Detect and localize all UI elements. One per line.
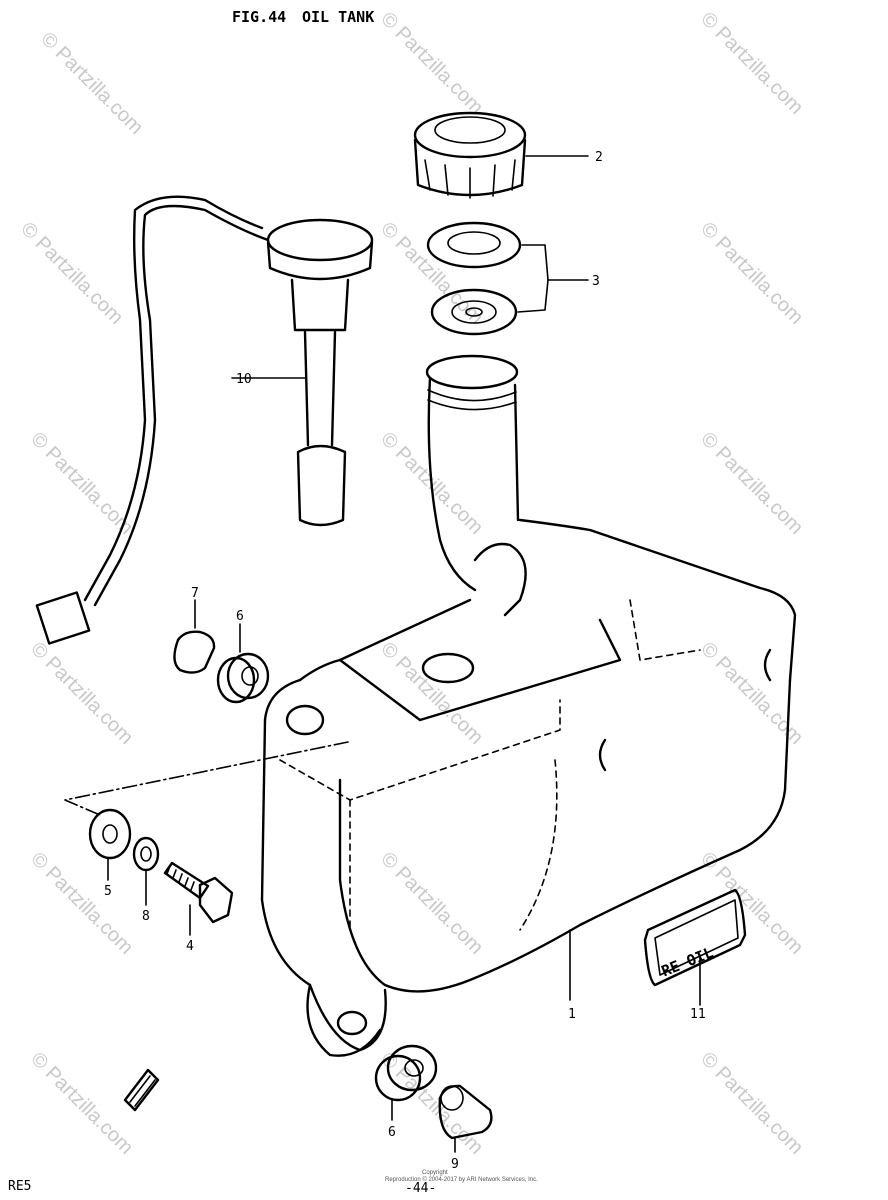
callout-8: 8: [142, 909, 150, 924]
oil-tank-body: [260, 354, 797, 1057]
callout-3: 3: [592, 274, 600, 289]
figure-number: FIG.44: [232, 8, 286, 26]
figure-title: OIL TANK: [302, 8, 374, 26]
watermark: © Partzilla.com: [696, 638, 807, 749]
watermark: © Partzilla.com: [376, 638, 487, 749]
bolt-4: [163, 861, 234, 936]
callout-labels: 1 2 3 4 5 6 6 7 8 9 10 11: [104, 150, 706, 1172]
washer-8: [132, 836, 160, 906]
collar-7: [173, 599, 216, 674]
callout-6-upper: 6: [236, 609, 244, 624]
watermark: © Partzilla.com: [26, 428, 137, 539]
watermark: © Partzilla.com: [696, 428, 807, 539]
callout-11: 11: [690, 1007, 706, 1022]
watermark: © Partzilla.com: [376, 8, 487, 119]
callout-1: 1: [568, 1007, 576, 1022]
watermark-layer: © Partzilla.com © Partzilla.com © Partzi…: [16, 8, 807, 1159]
oil-level-sensor: [35, 195, 374, 645]
watermark: © Partzilla.com: [26, 1048, 137, 1159]
callout-7: 7: [191, 586, 199, 601]
model-code: RE5: [8, 1179, 31, 1194]
watermark: © Partzilla.com: [696, 848, 807, 959]
watermark: © Partzilla.com: [26, 848, 137, 959]
callout-9: 9: [451, 1157, 459, 1172]
watermark: © Partzilla.com: [696, 1048, 807, 1159]
front-arrow-icon: [123, 1068, 160, 1112]
grommet-6-lower: [374, 1044, 438, 1121]
grommet-6-upper: [216, 623, 270, 704]
watermark: © Partzilla.com: [376, 848, 487, 959]
collar-9: [438, 1084, 493, 1153]
callout-10: 10: [236, 372, 252, 387]
copyright-line-1: Copyright: [422, 1170, 448, 1176]
label-plate-11: RE OIL: [643, 888, 747, 1006]
filler-cap: [413, 111, 589, 199]
callout-2: 2: [595, 150, 603, 165]
label-plate-text: RE OIL: [659, 943, 716, 980]
callout-6-lower: 6: [388, 1125, 396, 1140]
callout-4: 4: [186, 939, 194, 954]
page-number: -44-: [405, 1181, 436, 1196]
copyright-line-2: Reproduction © 2004-2017 by ARI Network …: [385, 1176, 538, 1183]
watermark: © Partzilla.com: [696, 8, 807, 119]
cap-gaskets: [426, 221, 589, 336]
watermark: © Partzilla.com: [36, 28, 147, 139]
watermark: © Partzilla.com: [696, 218, 807, 329]
callout-5: 5: [104, 884, 112, 899]
watermark: © Partzilla.com: [16, 218, 127, 329]
watermark: © Partzilla.com: [376, 1048, 487, 1159]
watermark: © Partzilla.com: [26, 638, 137, 749]
washer-5: [88, 808, 132, 881]
